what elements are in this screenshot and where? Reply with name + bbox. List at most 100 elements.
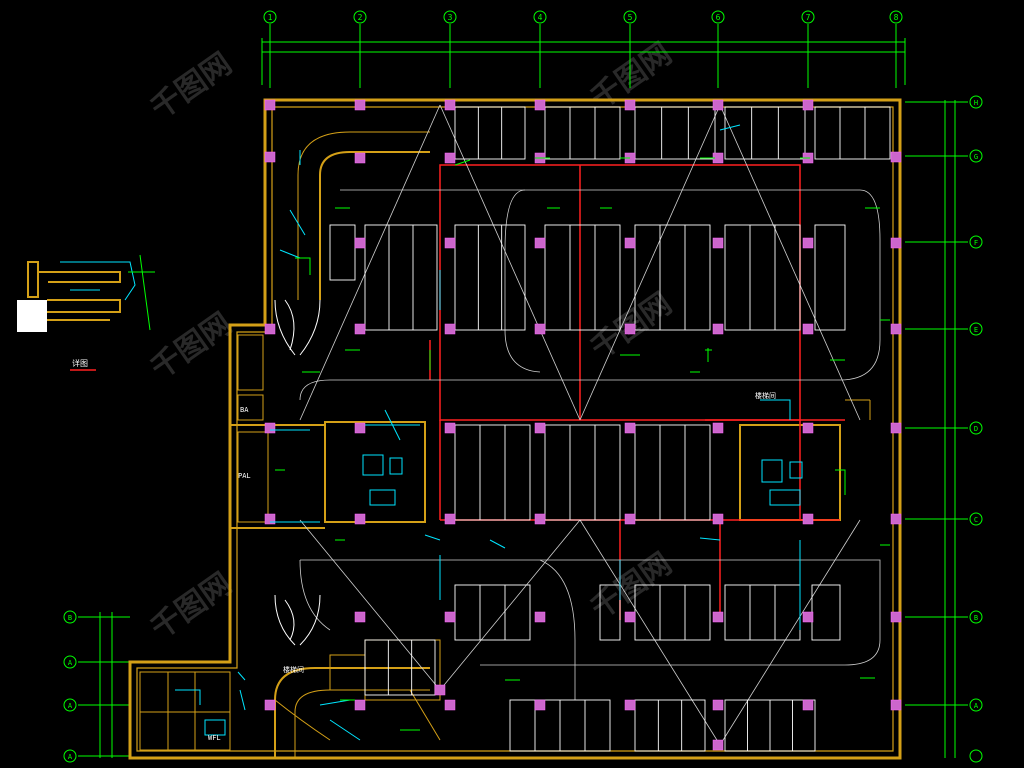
label-corridor: PAL (238, 472, 251, 480)
right-axis-label: G (974, 153, 978, 161)
top-axis-label: 2 (358, 13, 363, 22)
plumbing-fixture (237, 671, 246, 711)
label-stair-left: 楼梯间 (283, 665, 304, 674)
column (624, 611, 636, 623)
detail-title: 详图 (72, 358, 88, 368)
top-axis-bubble (533, 10, 547, 24)
column (890, 513, 902, 525)
column (264, 151, 276, 163)
right-axis-bubble (969, 512, 983, 526)
column (802, 99, 814, 111)
label-water: WFL (208, 734, 221, 742)
detail-box (17, 300, 47, 332)
parking-stall-group (814, 106, 891, 160)
column (624, 513, 636, 525)
top-axis-bubble (889, 10, 903, 24)
detail-leaders (128, 254, 155, 331)
parking-stall-group (544, 424, 621, 521)
column (534, 237, 546, 249)
plumbing-fixture (279, 209, 306, 259)
column (264, 422, 276, 434)
plumbing-fixture (175, 689, 201, 705)
column (354, 152, 366, 164)
column (802, 699, 814, 711)
plumbing-fixture (761, 459, 783, 483)
parking-stall-group (544, 224, 621, 331)
column (354, 99, 366, 111)
right-axis-bubble (969, 149, 983, 163)
top-axis-bubble (711, 10, 725, 24)
parking-stall-group (454, 106, 526, 160)
parking-stall-group (634, 224, 711, 331)
column (354, 611, 366, 623)
parking-stall-group (634, 424, 711, 521)
label-stair-right: 楼梯间 (755, 391, 776, 400)
right-axis-bubble (969, 698, 983, 712)
column (534, 699, 546, 711)
parking-stall-group (454, 424, 531, 521)
annotation-mark (454, 159, 471, 166)
column (264, 99, 276, 111)
column (890, 323, 902, 335)
right-axis-bubble (969, 610, 983, 624)
column (354, 323, 366, 335)
column (890, 699, 902, 711)
top-axis-label: 4 (538, 13, 543, 22)
left-axis-bubble (63, 749, 77, 763)
right-axis-bubble (969, 749, 983, 763)
column (534, 99, 546, 111)
right-axis-label: C (974, 516, 978, 524)
column (712, 323, 724, 335)
detail-wall (27, 261, 39, 298)
column (890, 611, 902, 623)
detail-drawing: 详图 (17, 254, 155, 371)
parking-stall-group (364, 224, 438, 331)
annotation-mark (295, 257, 311, 275)
right-axis-label: E (974, 326, 978, 334)
detail-outline (38, 271, 121, 321)
right-axis-label: B (974, 614, 978, 622)
column (712, 513, 724, 525)
green-annotations (275, 157, 890, 731)
column (354, 699, 366, 711)
parking-stall-group (814, 224, 846, 331)
driving-lanes (299, 189, 881, 700)
top-axis-label: 5 (628, 13, 633, 22)
right-axis-bubble (969, 322, 983, 336)
column (354, 237, 366, 249)
top-axis-bubble (443, 10, 457, 24)
column (712, 422, 724, 434)
column (712, 611, 724, 623)
column (712, 99, 724, 111)
column (434, 684, 446, 696)
column (890, 237, 902, 249)
column (534, 323, 546, 335)
column (802, 323, 814, 335)
right-axis-bubble (969, 235, 983, 249)
plumbing-fixture (369, 489, 396, 506)
plumbing-fixture (789, 461, 803, 479)
column (444, 99, 456, 111)
top-axis-label: 7 (806, 13, 811, 22)
right-axis-label: D (974, 425, 978, 433)
exterior-walls (128, 98, 902, 760)
column (624, 237, 636, 249)
column (444, 513, 456, 525)
column (264, 699, 276, 711)
column (624, 422, 636, 434)
top-axis-bubble (801, 10, 815, 24)
right-dimension-lines (944, 100, 956, 758)
plumbing-fixture (362, 454, 384, 476)
left-axis-label: B (68, 614, 72, 622)
parking-stall-group (544, 106, 621, 160)
top-axis-label: 1 (268, 13, 273, 22)
parking-stall-group (364, 639, 436, 696)
parking-stall-group (724, 106, 806, 160)
column (802, 237, 814, 249)
plumbing-fixtures (175, 124, 803, 741)
column (534, 513, 546, 525)
top-axis-bubble (623, 10, 637, 24)
column (624, 323, 636, 335)
